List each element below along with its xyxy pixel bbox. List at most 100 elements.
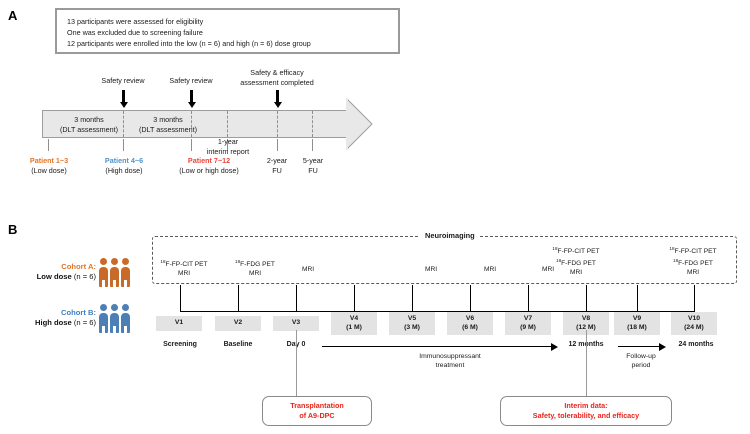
- visit-box-v1[interactable]: V1: [156, 316, 202, 331]
- patient-group-3-title: Patient 7~12: [187, 156, 231, 165]
- transplantation-line1: Transplantation: [290, 401, 344, 411]
- immunosuppressant-arrow-line: [322, 346, 552, 347]
- visit-v1-id: V1: [174, 319, 184, 326]
- drop-line-v10: [694, 285, 695, 312]
- safety-efficacy-line-2: assessment completed: [240, 77, 314, 87]
- band-divider-4: [277, 111, 278, 137]
- drop-line-v8: [586, 285, 587, 312]
- drop-line-v1: [180, 285, 181, 312]
- band-seg-1-line1: 3 months: [74, 115, 104, 124]
- timeline-tick-2: [123, 139, 124, 151]
- visit-box-v3[interactable]: V3: [273, 316, 319, 331]
- imaging-label-v3: MRI: [301, 266, 315, 273]
- followup-2-year: 2-year FU: [256, 156, 298, 175]
- patient-group-1-sub: (Low dose): [31, 165, 67, 175]
- caption-12-months: 12 months: [568, 341, 604, 348]
- visit-v9-time: (18 M): [627, 323, 647, 331]
- visit-v4-id: V4: [349, 315, 359, 322]
- immunosuppressant-arrow-head: [551, 343, 558, 351]
- immunosuppressant-period-label: Immunosuppressant treatment: [380, 352, 520, 370]
- patient-group-1: Patient 1~3 (Low dose): [12, 156, 86, 175]
- visit-box-v2[interactable]: V2: [215, 316, 261, 331]
- followup-5-year-title: 5-year: [302, 156, 324, 165]
- drop-line-v7: [528, 285, 529, 312]
- visit-box-v9[interactable]: V9 (18 M): [614, 312, 660, 336]
- visit-box-v4[interactable]: V4 (1 M): [331, 312, 377, 336]
- imaging-label-v10: 18F-FP-CIT PET 18F-FDG PET MRI: [650, 245, 736, 277]
- cohort-b-people-icon: [99, 304, 130, 333]
- followup-5-year: 5-year FU: [292, 156, 334, 175]
- imaging-v1-line1: 18F-FP-CIT PET: [160, 259, 208, 269]
- interim-data-stem: [586, 330, 587, 396]
- band-segment-2: 3 months (DLT assessment): [129, 115, 207, 134]
- interim-data-line2: Safety, tolerability, and efficacy: [532, 411, 640, 420]
- visit-box-v10[interactable]: V10 (24 M): [671, 312, 717, 336]
- imaging-label-v1: 18F-FP-CIT PET MRI: [148, 258, 220, 278]
- caption-baseline: Baseline: [223, 341, 253, 348]
- drop-line-v3: [296, 285, 297, 312]
- visit-v7-id: V7: [523, 315, 533, 322]
- band-seg-2-line2: (DLT assessment): [138, 124, 198, 134]
- safety-efficacy-arrow: [273, 90, 282, 108]
- imaging-label-v6: MRI: [483, 266, 497, 273]
- cohort-b-dose: High dose: [34, 318, 72, 327]
- imaging-v2-line2: MRI: [248, 269, 262, 277]
- followup-arrow-head: [659, 343, 666, 351]
- followup-line2: period: [631, 362, 651, 369]
- visit-v6-time: (6 M): [462, 323, 478, 331]
- caption-screening: Screening: [163, 341, 197, 348]
- cohort-b-name: Cohort B:: [60, 308, 96, 317]
- interim-data-line1: Interim data:: [564, 401, 608, 411]
- interim-report-note: 1-year interim report: [197, 137, 259, 156]
- patient-group-1-title: Patient 1~3: [29, 156, 69, 165]
- panel-b-letter: B: [8, 222, 18, 237]
- cohort-a-people-icon: [99, 258, 130, 287]
- visit-v10-time: (24 M): [684, 323, 704, 331]
- band-seg-1-line2: (DLT assessment): [59, 124, 119, 134]
- visit-v8-id: V8: [581, 315, 591, 322]
- followup-2-year-sub: FU: [272, 165, 282, 175]
- timeline-tick-4: [227, 139, 228, 151]
- transplantation-callout: Transplantation of A9-DPC: [262, 396, 372, 426]
- imaging-v2-line1: 18F-FDG PET: [235, 259, 275, 269]
- visit-box-v5[interactable]: V5 (3 M): [389, 312, 435, 336]
- imaging-label-v8: 18F-FP-CIT PET 18F-FDG PET MRI: [533, 245, 619, 277]
- timeline-tick-5: [277, 139, 278, 151]
- band-seg-2-line1: 3 months: [153, 115, 183, 124]
- visit-box-v7[interactable]: V7 (9 M): [505, 312, 551, 336]
- imaging-v8-line2: 18F-FDG PET: [556, 257, 596, 267]
- visit-box-v8[interactable]: V8 (12 M): [563, 312, 609, 336]
- imaging-v10-line1: 18F-FP-CIT PET: [669, 246, 717, 256]
- transplantation-stem: [296, 330, 297, 396]
- patient-group-2-sub: (High dose): [105, 165, 143, 175]
- safety-review-label-1: Safety review: [101, 76, 145, 85]
- imaging-label-v7: MRI: [541, 266, 555, 273]
- cohort-b-n: (n = 6): [73, 318, 96, 327]
- visit-v9-id: V9: [632, 315, 642, 322]
- visit-v6-id: V6: [465, 315, 475, 322]
- followup-arrow-line: [618, 346, 660, 347]
- imaging-v8-line1: 18F-FP-CIT PET: [552, 246, 600, 256]
- visit-box-v6[interactable]: V6 (6 M): [447, 312, 493, 336]
- safety-efficacy-line-1: Safety & efficacy: [250, 68, 304, 77]
- caption-24-months: 24 months: [678, 341, 714, 348]
- band-divider-3: [227, 111, 228, 137]
- neuroimaging-title: Neuroimaging: [420, 231, 480, 240]
- immunosuppressant-line1: Immunosuppressant: [419, 353, 481, 360]
- immunosuppressant-line2: treatment: [435, 362, 465, 369]
- interim-data-callout: Interim data: Safety, tolerability, and …: [500, 396, 672, 426]
- safety-review-arrow-2: [187, 90, 196, 108]
- cohort-b-label: Cohort B: High dose (n = 6): [24, 308, 96, 328]
- patient-group-3: Patient 7~12 (Low or high dose): [155, 156, 263, 175]
- interim-note-line2: interim report: [206, 146, 250, 156]
- patient-group-2-title: Patient 4~6: [104, 156, 144, 165]
- band-segment-1: 3 months (DLT assessment): [50, 115, 128, 134]
- visit-v2-id: V2: [233, 319, 243, 326]
- visit-v5-time: (3 M): [404, 323, 420, 331]
- cohort-a-label: Cohort A: Low dose (n = 6): [24, 262, 96, 282]
- band-divider-1: [123, 111, 124, 137]
- visit-v7-time: (9 M): [520, 323, 536, 331]
- transplantation-line2: of A9-DPC: [299, 411, 335, 420]
- imaging-v1-line2: MRI: [177, 269, 191, 277]
- timeline-tick-6: [312, 139, 313, 151]
